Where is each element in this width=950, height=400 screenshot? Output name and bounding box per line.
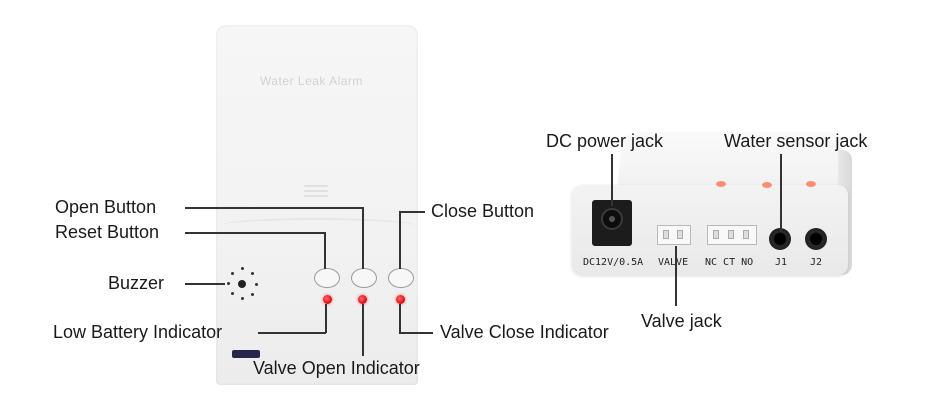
label-dc-power-jack: DC power jack bbox=[546, 131, 664, 151]
top-led-icon bbox=[716, 181, 726, 187]
dc-power-jack bbox=[592, 200, 632, 246]
label-valve-open-indicator: Valve Open Indicator bbox=[253, 358, 420, 378]
vent-icon bbox=[304, 182, 328, 197]
valve-connector bbox=[657, 225, 691, 245]
open-button[interactable] bbox=[351, 268, 377, 288]
top-led-icon bbox=[806, 181, 816, 187]
label-close-button: Close Button bbox=[431, 201, 535, 221]
port-marking-valve: VALVE bbox=[658, 257, 689, 268]
leader-valve-jack bbox=[675, 246, 677, 306]
leader-valve-close bbox=[399, 332, 433, 334]
label-buzzer: Buzzer bbox=[108, 273, 165, 293]
port-marking-nc-ct-no: NC CT NO bbox=[705, 257, 754, 268]
label-open-button: Open Button bbox=[55, 197, 157, 217]
port-marking-j2: J2 bbox=[810, 257, 823, 268]
port-marking-dc: DC12V/0.5A bbox=[583, 257, 644, 268]
label-low-battery-indicator: Low Battery Indicator bbox=[53, 322, 223, 342]
buzzer-hole bbox=[255, 283, 258, 286]
leader-close-button bbox=[400, 211, 425, 213]
leader-dc-power-jack bbox=[611, 154, 613, 206]
label-water-sensor-jack: Water sensor jack bbox=[724, 131, 868, 151]
buzzer-hole bbox=[251, 293, 254, 296]
buzzer-hole bbox=[231, 272, 234, 275]
buzzer-hole bbox=[241, 297, 244, 300]
leader-open-button bbox=[185, 207, 363, 209]
leader-water-sensor-jack bbox=[780, 154, 782, 232]
water-sensor-jack-j2 bbox=[805, 228, 827, 250]
valve-close-led bbox=[396, 295, 405, 304]
port-marking-j1: J1 bbox=[775, 257, 788, 268]
buzzer-hole bbox=[231, 292, 234, 295]
buzzer-hole bbox=[227, 282, 230, 285]
leader-reset-button bbox=[324, 232, 326, 269]
leader-reset-button bbox=[185, 232, 325, 234]
leader-open-button bbox=[362, 207, 364, 269]
top-led-icon bbox=[762, 182, 772, 188]
water-sensor-jack-j1 bbox=[769, 228, 791, 250]
valve-open-led bbox=[358, 295, 367, 304]
label-valve-jack: Valve jack bbox=[641, 311, 722, 331]
close-button[interactable] bbox=[388, 268, 414, 288]
device-brand-text: Water Leak Alarm bbox=[260, 74, 363, 88]
leader-low-battery bbox=[258, 332, 326, 334]
leader-valve-open bbox=[362, 304, 364, 356]
leader-close-button bbox=[399, 211, 401, 269]
buzzer-hole bbox=[241, 267, 244, 270]
device-foot bbox=[232, 350, 260, 358]
buzzer-hole bbox=[251, 272, 254, 275]
device-seam bbox=[218, 218, 416, 228]
leader-low-battery bbox=[325, 304, 327, 333]
leader-buzzer bbox=[185, 283, 225, 285]
label-reset-button: Reset Button bbox=[55, 222, 160, 242]
water-leak-alarm-device bbox=[216, 25, 418, 385]
reset-button[interactable] bbox=[314, 268, 340, 288]
buzzer-icon bbox=[238, 280, 246, 288]
label-valve-close-indicator: Valve Close Indicator bbox=[440, 322, 609, 342]
low-battery-led bbox=[323, 295, 332, 304]
leader-valve-close bbox=[399, 304, 401, 333]
relay-connector bbox=[707, 225, 757, 245]
